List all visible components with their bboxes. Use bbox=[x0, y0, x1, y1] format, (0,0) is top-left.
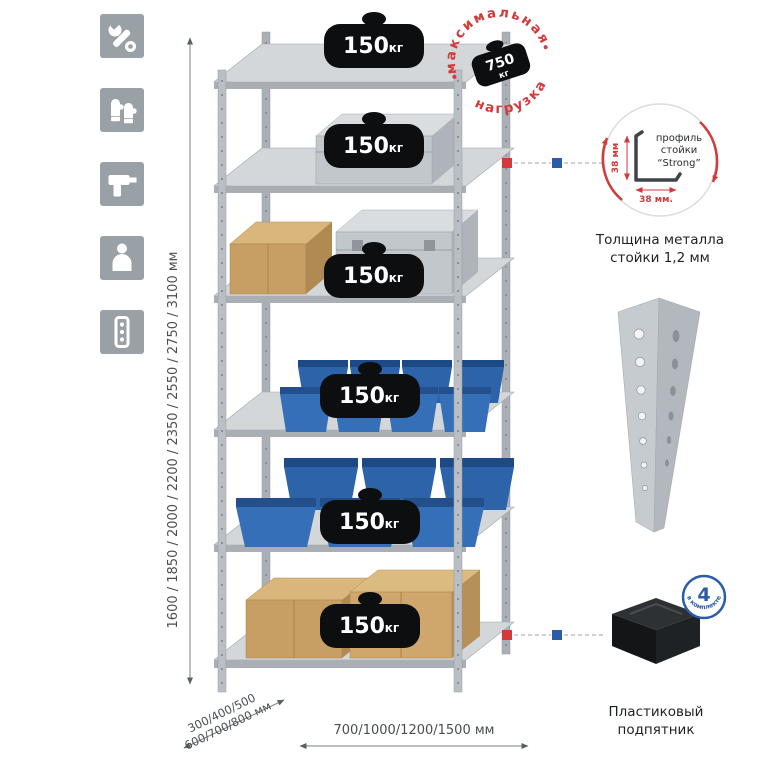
svg-text:150: 150 bbox=[343, 264, 389, 289]
feature-icons-column bbox=[100, 14, 144, 354]
svg-text:150: 150 bbox=[339, 384, 385, 409]
profile-caption-1: Толщина металла bbox=[595, 232, 724, 248]
rack: 150 кг 150 кг 150 кг 150 кг bbox=[213, 12, 515, 693]
cardboard-box bbox=[229, 221, 333, 295]
load-badge-2: 150 кг bbox=[324, 112, 424, 168]
connector-red-marker bbox=[502, 158, 512, 168]
profile-caption-2: стойки 1,2 мм bbox=[610, 250, 710, 266]
svg-text:150: 150 bbox=[339, 614, 385, 639]
depth-dimension: 300/400/500 600/700/800 мм bbox=[182, 691, 285, 753]
callout-connector-top bbox=[502, 158, 603, 168]
kit-badge: 4 в комплекте bbox=[681, 574, 727, 620]
perforated-profile-icon bbox=[100, 310, 144, 354]
callout-connector-bottom bbox=[502, 630, 606, 640]
connector-blue-marker bbox=[552, 158, 562, 168]
gloves-icon bbox=[100, 88, 144, 132]
svg-text:150: 150 bbox=[343, 34, 389, 59]
rack-post-front-left bbox=[217, 69, 227, 693]
profile-callout: 38 мм 38 мм. профиль стойки “Strong” Тол… bbox=[595, 103, 724, 266]
height-dimension-label: 1600 / 1850 / 2000 / 2200 / 2350 / 2550 … bbox=[166, 252, 181, 629]
rack-post-back-right bbox=[501, 31, 511, 655]
load-badge-3: 150 кг bbox=[324, 242, 424, 298]
width-dimension: 700/1000/1200/1500 мм bbox=[299, 723, 529, 749]
foot-callout: 4 в комплекте Пластиковый подпятник bbox=[609, 574, 727, 738]
foot-caption-1: Пластиковый bbox=[609, 704, 704, 720]
profile-label-2: стойки bbox=[661, 145, 697, 156]
max-load-stamp: максимальная нагрузка 750 кг bbox=[428, 0, 556, 127]
svg-text:кг: кг bbox=[385, 517, 399, 531]
svg-text:кг: кг bbox=[385, 621, 399, 635]
svg-text:150: 150 bbox=[343, 134, 389, 159]
svg-text:кг: кг bbox=[389, 141, 403, 155]
profile-label-1: профиль bbox=[656, 133, 702, 144]
load-badge-5: 150 кг bbox=[320, 488, 420, 544]
svg-text:кг: кг bbox=[389, 271, 403, 285]
drill-icon bbox=[100, 162, 144, 206]
svg-text:кг: кг bbox=[498, 68, 511, 81]
profile-label-3: “Strong” bbox=[657, 158, 700, 169]
stamp-dot bbox=[543, 45, 548, 50]
stamp-dot bbox=[452, 74, 457, 79]
profile-dim-horizontal: 38 мм. bbox=[639, 195, 673, 205]
person-icon bbox=[100, 236, 144, 280]
foot-caption-2: подпятник bbox=[618, 722, 695, 738]
profile-dim-vertical: 38 мм bbox=[611, 143, 621, 173]
load-badge-4: 150 кг bbox=[320, 362, 420, 418]
stamp-weight: 750 кг bbox=[471, 40, 531, 87]
width-dimension-label: 700/1000/1200/1500 мм bbox=[334, 723, 495, 738]
svg-text:150: 150 bbox=[339, 510, 385, 535]
load-badge-6: 150 кг bbox=[320, 592, 420, 648]
post-callout bbox=[617, 297, 701, 533]
kit-badge-value: 4 bbox=[697, 584, 710, 606]
svg-text:кг: кг bbox=[389, 41, 403, 55]
height-dimension: 1600 / 1850 / 2000 / 2200 / 2350 / 2550 … bbox=[166, 37, 193, 685]
wrench-icon bbox=[100, 14, 144, 58]
profile-diagram: 38 мм 38 мм. bbox=[611, 130, 682, 205]
rack-post-front-right bbox=[453, 69, 463, 693]
connector-blue-marker bbox=[552, 630, 562, 640]
svg-text:кг: кг bbox=[385, 391, 399, 405]
load-badge-1: 150 кг bbox=[324, 12, 424, 68]
connector-red-marker bbox=[502, 630, 512, 640]
